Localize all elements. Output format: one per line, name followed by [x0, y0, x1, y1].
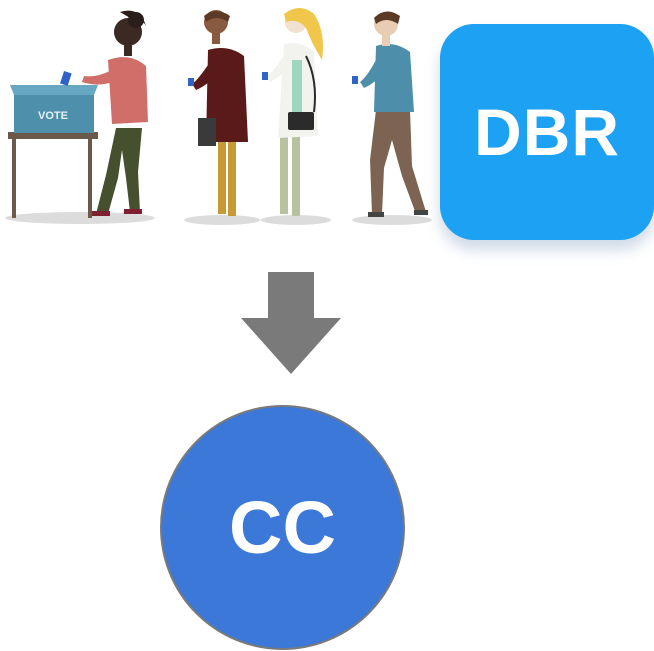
voter-figure — [82, 10, 148, 216]
ground-shadow — [261, 215, 331, 225]
down-arrow-icon — [241, 272, 341, 374]
cc-circle: CC — [160, 405, 405, 650]
voters-illustration: VOTE — [5, 8, 432, 225]
voter-figure — [188, 10, 248, 216]
dbr-box: DBR — [440, 24, 654, 240]
ballot-box-label: VOTE — [38, 110, 68, 122]
ballot-box: VOTE — [8, 71, 98, 218]
dbr-label: DBR — [474, 95, 620, 169]
ground-shadow — [352, 215, 432, 225]
ground-shadow — [184, 215, 260, 225]
cc-label: CC — [229, 486, 336, 569]
voter-figure — [262, 8, 323, 216]
ground-shadow — [5, 212, 155, 224]
voter-figure — [352, 11, 428, 217]
